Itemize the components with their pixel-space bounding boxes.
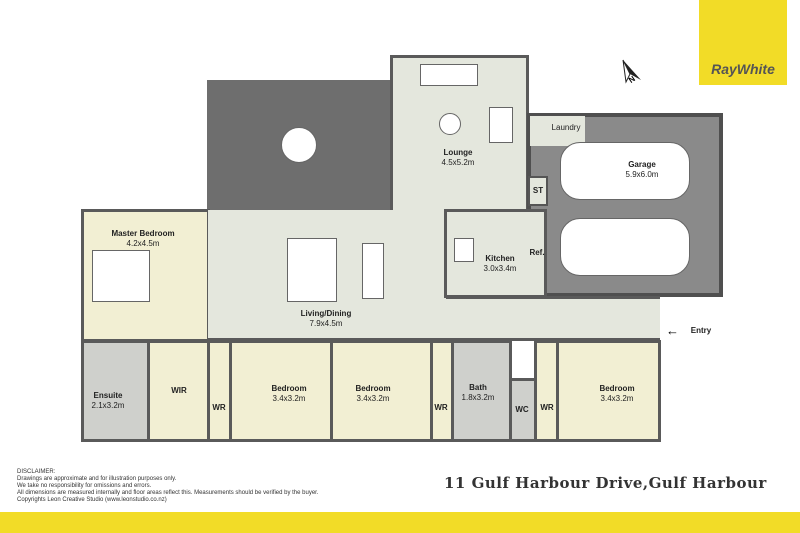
bedroom-3 xyxy=(330,340,433,442)
kitchen-island xyxy=(454,238,474,262)
wc xyxy=(509,378,537,442)
wr-label: WR xyxy=(540,403,554,412)
car-2 xyxy=(560,218,690,276)
wr-label: WR xyxy=(212,403,226,412)
sofa xyxy=(420,64,478,86)
logo-text: RayWhite xyxy=(711,61,775,77)
outdoor-table xyxy=(281,127,317,163)
hallway xyxy=(446,296,660,341)
north-arrow-icon: N xyxy=(620,58,644,88)
entry-label: Entry xyxy=(690,326,712,335)
address-title: 11 Gulf Harbour Drive,Gulf Harbour xyxy=(444,474,767,492)
disclaimer: DISCLAIMER: Drawings are approximate and… xyxy=(17,469,319,503)
storage xyxy=(528,176,548,206)
coffee-table xyxy=(439,113,461,135)
armchair xyxy=(489,107,513,143)
car-1 xyxy=(560,142,690,200)
st-label: ST xyxy=(532,186,544,195)
ref-label: Ref. xyxy=(529,248,545,257)
dining-table xyxy=(362,243,384,299)
bathroom xyxy=(451,340,512,442)
laundry-label: Laundry xyxy=(551,123,581,132)
bedroom-4 xyxy=(556,340,661,442)
footer-band xyxy=(0,512,800,533)
wc-label: WC xyxy=(515,405,529,414)
ray-white-logo: RayWhite xyxy=(699,0,787,85)
entry-arrow-icon: ← xyxy=(666,323,679,338)
wr-label: WR xyxy=(434,403,448,412)
laundry xyxy=(530,116,585,146)
wardrobe xyxy=(430,340,454,442)
sectional-sofa xyxy=(287,238,337,302)
bed xyxy=(92,250,150,302)
wir-label: WIR xyxy=(171,386,187,395)
ensuite xyxy=(81,340,150,442)
